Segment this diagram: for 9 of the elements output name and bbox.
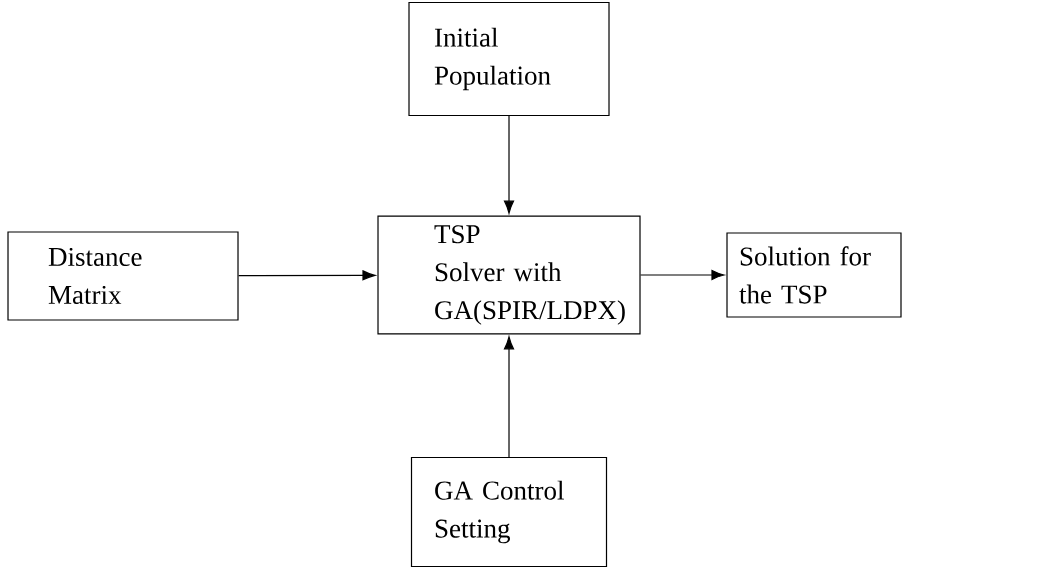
arrow [640,269,725,281]
process-box: Solution for the TSP [726,232,902,318]
arrow [503,336,515,458]
arrow [238,270,376,281]
process-box: Distance Matrix [7,231,239,321]
process-box: Initial Population [408,1,610,117]
process-box: TSP Solver with GA(SPIR/LDPX) [377,215,641,335]
process-box: GA Control Setting [410,456,608,568]
arrow [503,115,515,214]
